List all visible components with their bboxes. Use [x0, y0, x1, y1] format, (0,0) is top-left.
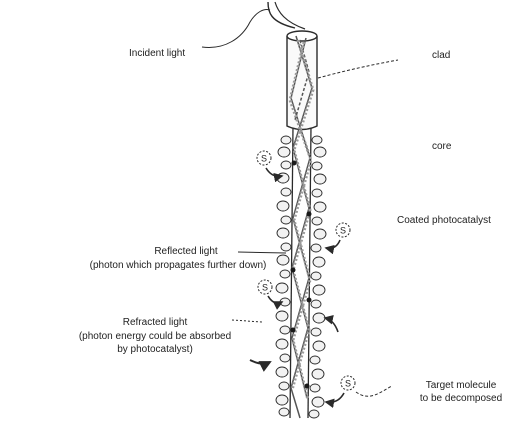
target-molecule-desc: to be decomposed	[406, 393, 516, 404]
target-leader	[356, 386, 392, 396]
reflected-light-desc: (photon which propagates further down)	[78, 260, 278, 271]
target-molecule-label: Target molecule	[406, 380, 516, 391]
incident-leader	[202, 10, 270, 48]
refracted-light-label: Refracted light	[100, 317, 210, 328]
curved-arrow-icon	[325, 318, 338, 332]
target-molecule-icon: S	[336, 223, 350, 237]
curved-arrow-icon	[326, 393, 344, 402]
clad-label: clad	[432, 50, 450, 61]
photocatalyst-particles-left	[276, 136, 291, 416]
target-molecule-icon: S	[341, 376, 355, 390]
refracted-light-desc-2: by photocatalyst)	[60, 344, 250, 355]
reflected-leader	[238, 252, 286, 253]
svg-text:S: S	[262, 283, 268, 293]
incident-light-label: Incident light	[129, 48, 185, 59]
photocatalyst-particles-right	[309, 136, 326, 418]
molecule-symbol: S	[261, 154, 267, 164]
curved-arrow-icon	[268, 296, 282, 303]
coated-photocatalyst-label: Coated photocatalyst	[397, 215, 491, 226]
target-molecule-icon: S	[257, 151, 271, 165]
core-label: core	[432, 141, 451, 152]
clad-leader	[318, 60, 398, 78]
svg-text:S: S	[340, 226, 346, 236]
refracted-leader	[232, 320, 262, 322]
curved-arrow-icon	[326, 240, 340, 248]
refracted-light-desc-1: (photon energy could be absorbed	[60, 331, 250, 342]
curved-arrow-icon	[250, 360, 270, 364]
reflected-light-label: Reflected light	[141, 246, 231, 257]
target-molecule-icon: S	[258, 280, 272, 294]
svg-text:S: S	[345, 379, 351, 389]
